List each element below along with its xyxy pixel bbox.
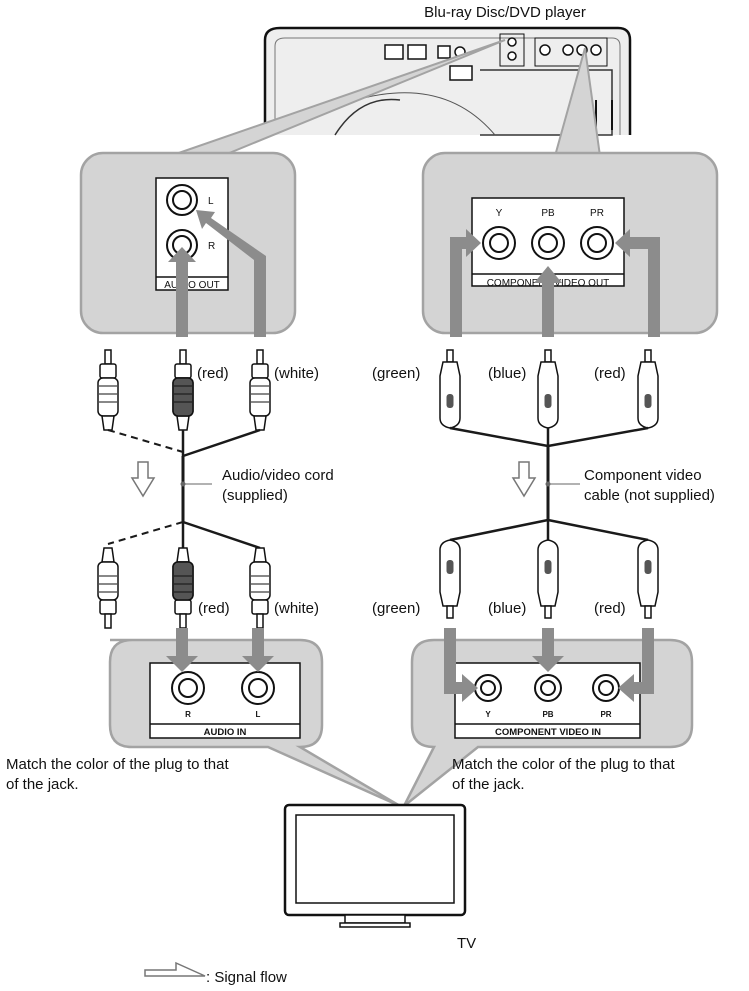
left-top-plug-yellow [97,349,119,431]
arrow-green-to-y-in [444,628,478,702]
arrow-white-to-audio-out [196,210,266,337]
left-cord-label-1: Audio/video cord [222,467,334,484]
audio-in-panel [149,662,301,739]
component-in-jack-pr [592,674,620,702]
signal-flow-legend-label: : Signal flow [206,969,287,986]
left-bottom-color-white: (white) [274,600,319,617]
right-bottom-plug-green [439,539,461,619]
arrow-red-to-pr [615,229,660,337]
arrow-white-to-audio-in [242,628,274,672]
audio-out-label: AUDIO OUT [164,280,220,291]
arrow-red-to-audio-in [166,628,198,672]
right-top-plug-red [637,349,659,429]
component-in-label-y: Y [485,710,491,719]
jack-label-pr: PR [590,208,604,219]
arrow-blue-to-pb [534,266,562,337]
arrow-red-to-audio-out [168,247,196,337]
right-note-line-2: of the jack. [452,776,525,793]
component-in-jack-pb [534,674,562,702]
jack-label-pb: PB [541,208,555,219]
player-rear-panel [263,26,632,136]
audio-in-jack-r [171,671,205,705]
left-signal-flow-arrow [130,461,156,498]
right-bottom-color-blue: (blue) [488,600,526,617]
left-top-color-red: (red) [197,365,229,382]
right-bottom-color-green: (green) [372,600,420,617]
component-in-label-pb: PB [542,710,553,719]
arrow-blue-to-pb-in [532,628,564,672]
jack-label-l: L [208,196,214,207]
right-bottom-color-red: (red) [594,600,626,617]
tv-illustration [283,803,467,928]
signal-flow-legend-arrow [144,961,206,977]
component-in-jack-y [474,674,502,702]
right-cable [449,426,649,542]
player-label: Blu-ray Disc/DVD player [424,4,586,21]
left-cord [107,428,261,550]
arrow-green-to-y [450,229,481,337]
left-bottom-plug-white [249,547,271,629]
right-cord-label-1: Component video [584,467,702,484]
left-bottom-plug-yellow [97,547,119,629]
right-top-color-red: (red) [594,365,626,382]
right-signal-flow-arrow [511,461,537,498]
left-bottom-plug-red [172,547,194,629]
component-out-jack-pb [531,226,565,260]
audio-out-jack-l [166,184,198,216]
right-note-line-1: Match the color of the plug to that [452,756,675,773]
right-bottom-plug-red [637,539,659,619]
left-note-line-2: of the jack. [6,776,79,793]
audio-in-label-r: R [185,710,191,719]
component-in-label-pr: PR [600,710,611,719]
right-top-plug-blue [537,349,559,429]
left-cord-label-2: (supplied) [222,487,288,504]
left-note-line-1: Match the color of the plug to that [6,756,229,773]
component-out-jack-pr [580,226,614,260]
right-bottom-plug-blue [537,539,559,619]
left-bottom-color-red: (red) [198,600,230,617]
right-top-color-green: (green) [372,365,420,382]
audio-in-label-l: L [256,710,261,719]
tv-label: TV [457,935,476,952]
audio-in-jack-l [241,671,275,705]
right-top-color-blue: (blue) [488,365,526,382]
left-top-color-white: (white) [274,365,319,382]
right-cord-label-2: cable (not supplied) [584,487,715,504]
arrow-red-to-pr-in [618,628,654,702]
left-top-plug-red [172,349,194,431]
audio-in-label: AUDIO IN [204,727,247,738]
jack-label-r: R [208,241,215,252]
component-out-jack-y [482,226,516,260]
left-top-plug-white [249,349,271,431]
component-in-label: COMPONENT VIDEO IN [495,727,601,738]
jack-label-y: Y [496,208,503,219]
right-top-plug-green [439,349,461,429]
